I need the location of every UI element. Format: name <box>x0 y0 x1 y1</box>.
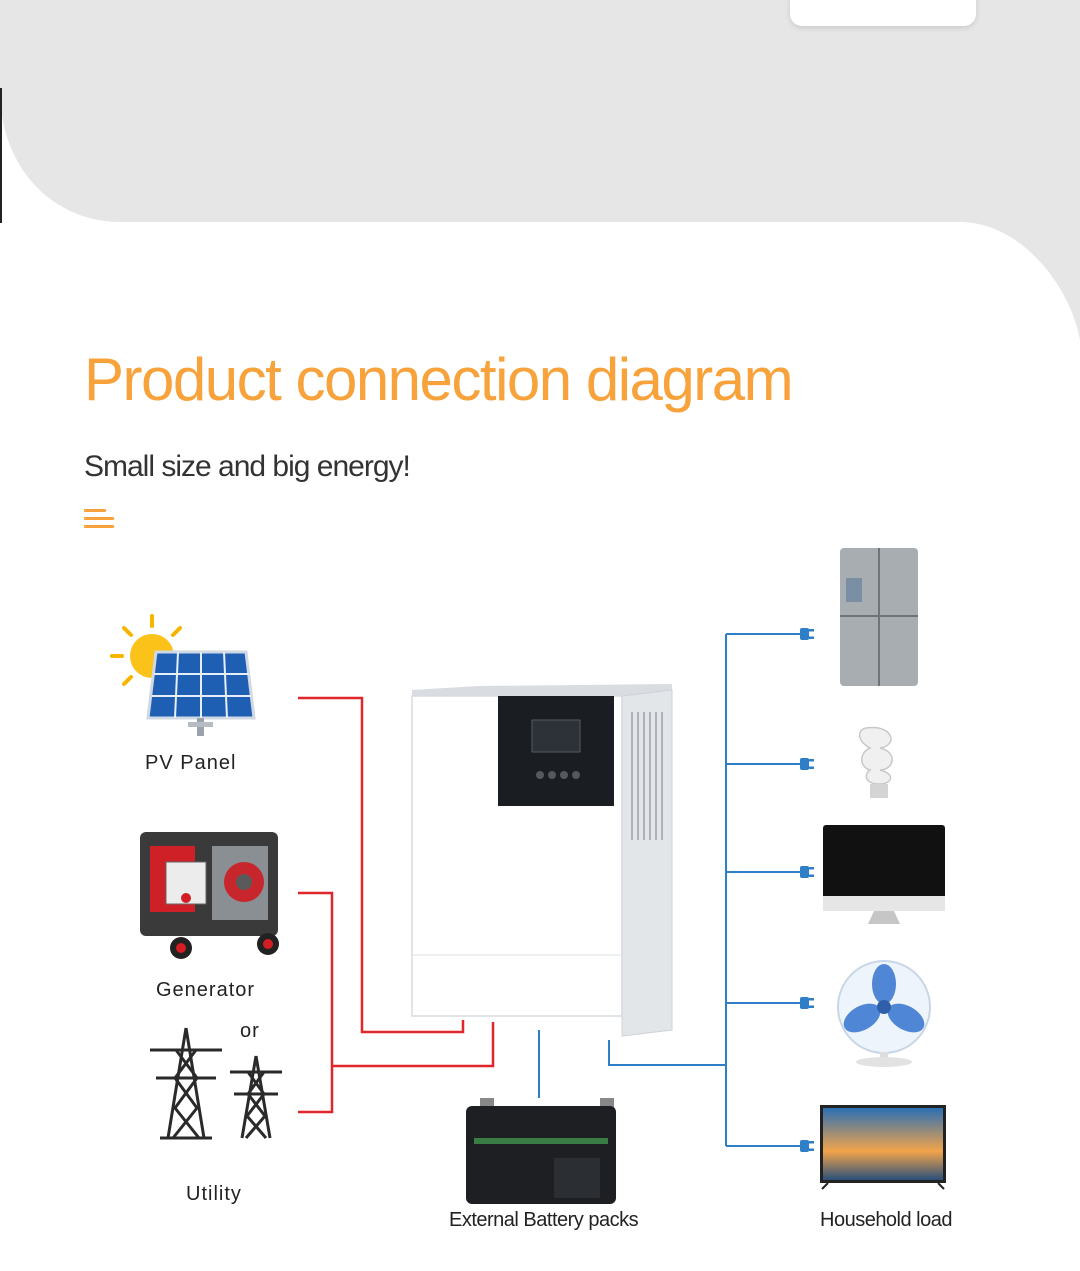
header-background <box>0 0 1080 340</box>
solar-panel-icon <box>110 614 256 736</box>
battery-icon <box>466 1098 616 1204</box>
generator-label: Generator <box>156 979 256 1001</box>
page-subtitle: Small size and big energy! <box>84 450 411 483</box>
battery-label: External Battery packs <box>449 1209 639 1231</box>
television-icon <box>820 1105 946 1190</box>
plug-icons <box>800 628 814 1152</box>
fan-icon <box>837 960 931 1067</box>
page-title: Product connection diagram <box>84 346 794 413</box>
or-label: or <box>240 1020 260 1042</box>
household-load-label: Household load <box>820 1209 953 1231</box>
light-bulb-icon <box>858 726 893 798</box>
utility-label: Utility <box>186 1183 242 1205</box>
generator-icon <box>140 832 279 959</box>
edge-line <box>0 88 2 223</box>
source-lines <box>298 696 495 1114</box>
load-lines <box>538 633 800 1147</box>
pv-panel-label: PV Panel <box>145 752 237 774</box>
power-tower-icon <box>150 1027 282 1140</box>
monitor-icon <box>823 825 945 924</box>
top-card <box>790 0 976 26</box>
refrigerator-icon <box>840 548 918 686</box>
inverter-icon <box>411 684 673 1037</box>
menu-icon <box>84 509 114 531</box>
